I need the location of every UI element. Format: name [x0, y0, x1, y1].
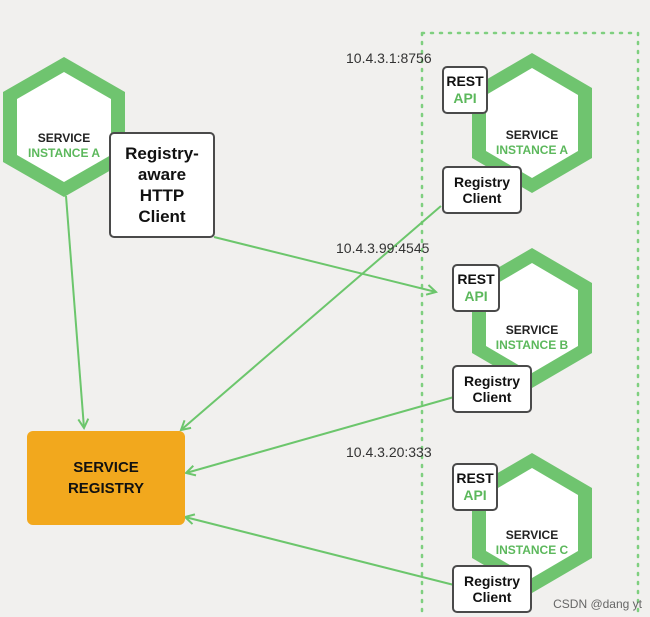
rest-api-instance-c: REST API: [452, 463, 498, 511]
registry-aware-http-client: Registry- aware HTTP Client: [109, 132, 215, 238]
address-instance-b: 10.4.3.99:4545: [336, 240, 430, 256]
arrow-instance-a-to-registry: [181, 205, 442, 430]
address-instance-c: 10.4.3.20:333: [346, 444, 432, 460]
registry-client-instance-c: Registry Client: [452, 565, 532, 613]
address-instance-a: 10.4.3.1:8756: [346, 50, 432, 66]
service-registry: SERVICE REGISTRY: [27, 431, 185, 525]
registry-client-instance-a: Registry Client: [442, 166, 522, 214]
rest-api-instance-b: REST API: [452, 264, 500, 312]
watermark: CSDN @dang yt: [553, 597, 642, 611]
registry-client-instance-b: Registry Client: [452, 365, 532, 413]
arrow-http-client-to-instance-b: [213, 236, 436, 292]
client-service-label: SERVICE INSTANCE A: [28, 131, 100, 160]
instance-c-label: SERVICE INSTANCE C: [495, 528, 569, 557]
instance-b-label: SERVICE INSTANCE B: [495, 323, 569, 352]
instance-boundary: [420, 31, 640, 617]
arrow-instance-c-to-registry: [185, 517, 455, 586]
arrow-instance-b-to-registry: [186, 396, 455, 473]
instance-a-label: SERVICE INSTANCE A: [496, 128, 568, 157]
arrow-client-to-registry: [65, 195, 84, 428]
rest-api-instance-a: REST API: [442, 66, 488, 114]
